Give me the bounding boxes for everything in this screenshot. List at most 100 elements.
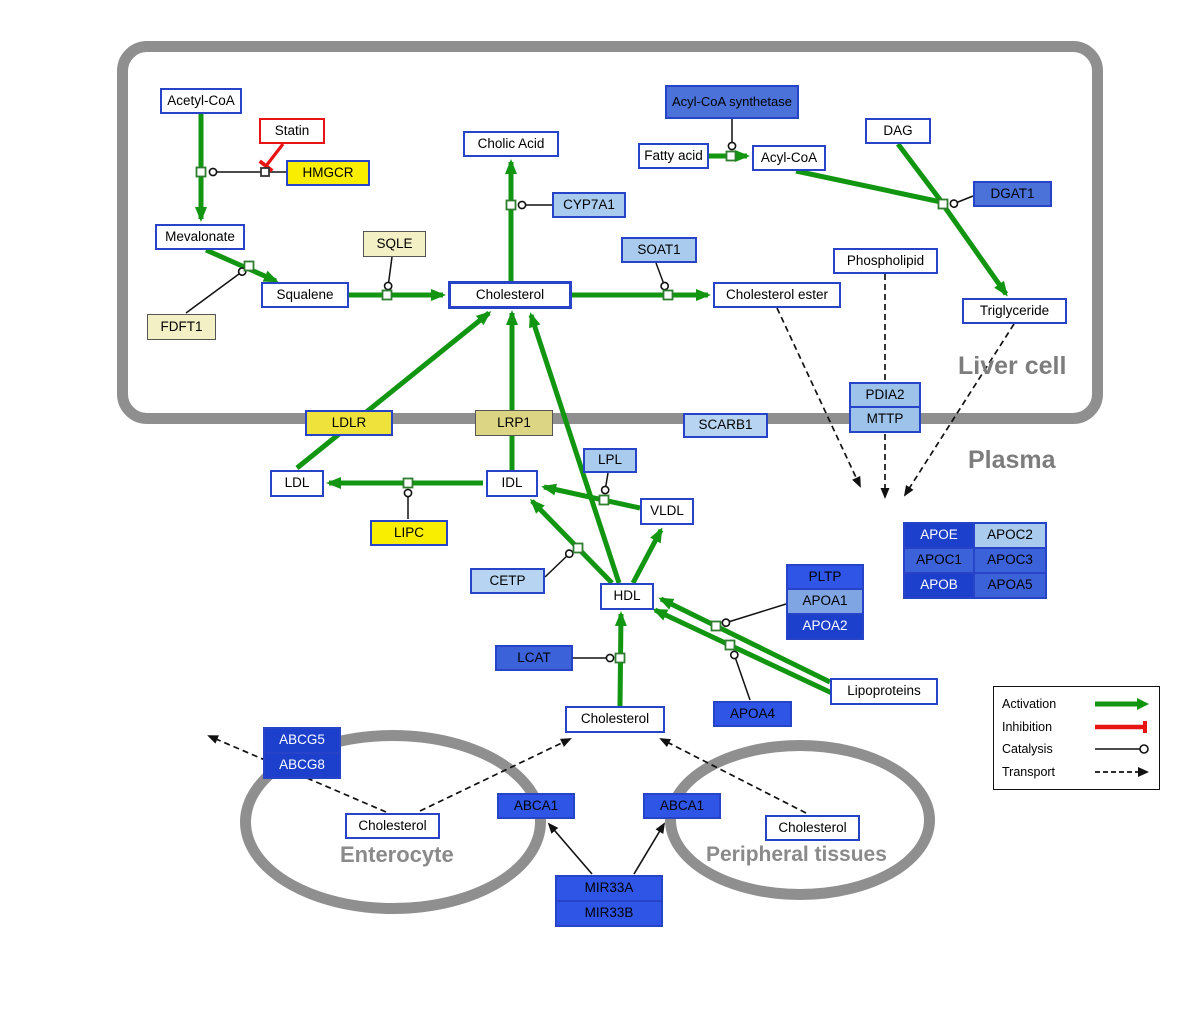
node-abcg5[interactable]: ABCG5 — [263, 727, 341, 754]
node-cholesterol-peripheral[interactable]: Cholesterol — [765, 815, 860, 841]
transport-triglyceride-to-plasma — [903, 323, 1015, 497]
node-cholesterol-ester[interactable]: Cholesterol ester — [713, 282, 841, 308]
node-dgat1[interactable]: DGAT1 — [973, 181, 1052, 207]
node-apoc1[interactable]: APOC1 — [903, 547, 975, 574]
node-scarb1[interactable]: SCARB1 — [683, 413, 768, 438]
node-mttp[interactable]: MTTP — [849, 406, 921, 433]
enterocyte-membrane — [240, 730, 546, 914]
node-apoe[interactable]: APOE — [903, 522, 975, 549]
legend-activation-label: Activation — [1002, 697, 1057, 711]
node-hmgcr[interactable]: HMGCR — [286, 160, 370, 186]
enterocyte-label: Enterocyte — [340, 842, 454, 867]
inhibition-tbar — [258, 159, 274, 173]
node-hdl[interactable]: HDL — [600, 583, 654, 610]
activation-arrow-icon — [1095, 698, 1149, 710]
edge-junction-to-triglyceride — [941, 204, 1009, 297]
legend-row-inhibition: Inhibition — [1002, 716, 1151, 738]
catalysis-apoa-group — [721, 603, 787, 628]
node-cetp[interactable]: CETP — [470, 568, 545, 594]
node-abca1-enterocyte[interactable]: ABCA1 — [497, 793, 575, 819]
node-lpl[interactable]: LPL — [583, 448, 637, 473]
transport-enterocyte-cholesterol-to-plasma — [419, 738, 572, 812]
node-acyl-coa[interactable]: Acyl-CoA — [752, 145, 826, 171]
node-pltp[interactable]: PLTP — [786, 564, 864, 590]
transport-peripheral-cholesterol-to-plasma — [659, 738, 807, 814]
reaction-node-fdft1 — [243, 260, 255, 272]
node-lcat[interactable]: LCAT — [495, 645, 573, 671]
reaction-node-apoa4 — [724, 639, 736, 651]
liver-cell-label: Liver cell — [958, 352, 1067, 380]
node-soat1[interactable]: SOAT1 — [621, 237, 697, 263]
inhibition-tbar-icon — [1095, 720, 1147, 733]
legend-transport-label: Transport — [1002, 764, 1056, 779]
edge-hdl-to-cholesterol — [528, 312, 622, 584]
transport-cholesterolester-to-plasma — [776, 307, 861, 488]
node-apoa1[interactable]: APOA1 — [786, 588, 864, 615]
node-acetyl-coa[interactable]: Acetyl-CoA — [160, 88, 242, 114]
node-lipc[interactable]: LIPC — [370, 520, 448, 546]
inhibition-statin-hmgcr — [258, 143, 285, 173]
node-idl[interactable]: IDL — [486, 470, 538, 497]
catalysis-apoa4 — [729, 650, 751, 701]
peripheral-tissues-membrane — [665, 740, 935, 900]
node-apoc2[interactable]: APOC2 — [973, 522, 1047, 549]
node-lrp1[interactable]: LRP1 — [475, 410, 553, 436]
catalysis-circle-icon — [1095, 744, 1149, 755]
node-apoc3[interactable]: APOC3 — [973, 547, 1047, 574]
legend: Activation Inhibition Catalysis Transpor… — [993, 686, 1160, 790]
node-squalene[interactable]: Squalene — [261, 282, 349, 308]
reaction-node-cetp — [572, 542, 584, 554]
node-phospholipid[interactable]: Phospholipid — [833, 248, 938, 274]
reaction-node-statin-junction — [260, 167, 270, 177]
node-cholesterol-liver[interactable]: Cholesterol — [448, 281, 572, 309]
node-statin[interactable]: Statin — [259, 118, 325, 144]
node-dag[interactable]: DAG — [865, 118, 931, 144]
edge-lipoproteins-to-hdl-lower — [652, 607, 836, 697]
catalysis-soat1 — [655, 262, 670, 291]
node-cholesterol-enterocyte[interactable]: Cholesterol — [345, 813, 440, 839]
catalysis-fdft1 — [185, 267, 247, 314]
node-apoa2[interactable]: APOA2 — [786, 613, 864, 640]
node-mevalonate[interactable]: Mevalonate — [155, 224, 245, 250]
node-mir33a[interactable]: MIR33A — [555, 875, 663, 902]
node-mir33b[interactable]: MIR33B — [555, 900, 663, 927]
node-ldl[interactable]: LDL — [270, 470, 324, 497]
node-fdft1[interactable]: FDFT1 — [147, 314, 216, 340]
node-pdia2[interactable]: PDIA2 — [849, 382, 921, 408]
reaction-node-sqle — [381, 289, 393, 301]
node-vldl[interactable]: VLDL — [640, 498, 694, 525]
node-acyl-coa-synthetase[interactable]: Acyl-CoA synthetase — [665, 85, 799, 119]
inhibition-line — [264, 143, 285, 167]
plasma-label: Plasma — [968, 446, 1056, 474]
node-sqle[interactable]: SQLE — [363, 231, 426, 257]
liver-cell-membrane — [117, 41, 1103, 424]
reaction-node-hmgcr — [195, 166, 207, 178]
regulation-mir33-to-abca1-left — [547, 822, 593, 875]
node-triglyceride[interactable]: Triglyceride — [962, 298, 1067, 324]
node-apoa5[interactable]: APOA5 — [973, 572, 1047, 599]
node-cyp7a1[interactable]: CYP7A1 — [552, 192, 626, 218]
node-cholic-acid[interactable]: Cholic Acid — [463, 131, 559, 157]
node-apob[interactable]: APOB — [903, 572, 975, 599]
node-apoa4[interactable]: APOA4 — [713, 701, 792, 727]
edge-mevalonate-to-squalene — [204, 247, 279, 284]
reaction-node-lcat — [614, 652, 626, 664]
legend-catalysis-label: Catalysis — [1002, 742, 1053, 757]
peripheral-tissues-label: Peripheral tissues — [706, 843, 887, 866]
reaction-node-acs — [725, 150, 737, 162]
node-abca1-peripheral[interactable]: ABCA1 — [643, 793, 721, 819]
edge-ldl-to-cholesterol-via-ldlr — [295, 311, 492, 470]
legend-row-catalysis: Catalysis — [1002, 738, 1151, 760]
node-lipoproteins[interactable]: Lipoproteins — [830, 678, 938, 705]
node-ldlr[interactable]: LDLR — [305, 410, 393, 436]
regulation-mir33-to-abca1-right — [633, 822, 666, 875]
node-fatty-acid[interactable]: Fatty acid — [638, 143, 709, 169]
node-abcg8[interactable]: ABCG8 — [263, 752, 341, 779]
reaction-node-lpl — [598, 494, 610, 506]
reaction-node-lipc — [402, 477, 414, 489]
node-cholesterol-plasma[interactable]: Cholesterol — [565, 706, 665, 733]
edge-dag-to-dgat1-junction — [896, 142, 943, 203]
catalysis-cetp — [544, 549, 574, 578]
